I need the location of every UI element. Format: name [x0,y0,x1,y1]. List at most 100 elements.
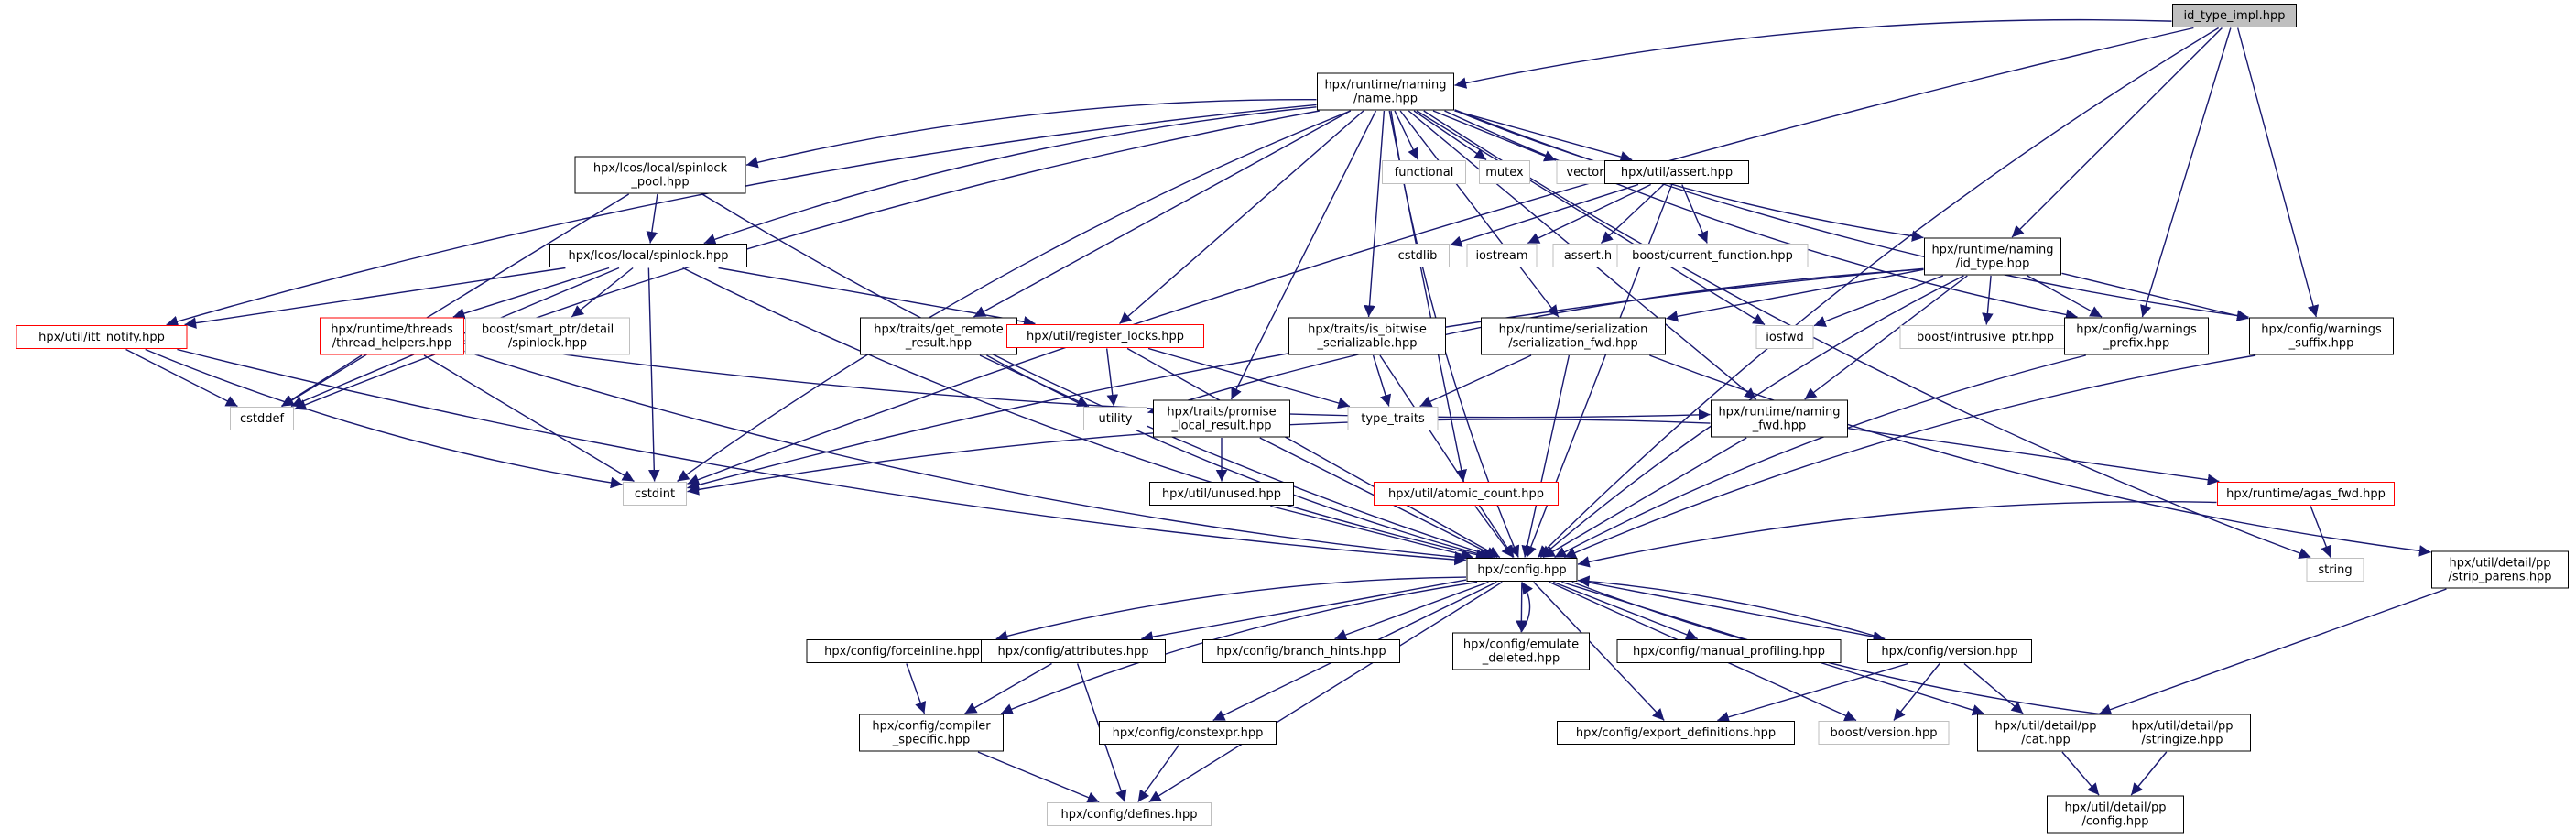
edge-reglocks-to-typetraits [1147,347,1351,409]
node-label: hpx/config/emulate [1463,638,1579,652]
edge-name-to-vector [1432,110,1557,162]
node-label: hpx/config.hpp [1477,563,1566,577]
node-string: string [2306,558,2364,582]
edge-constexpr-to-defines [1137,745,1179,802]
edge-cat-to-ppconfig [2061,751,2100,796]
node-boostsp: boost/smart_ptr/detail/spinlock.hpp [465,317,630,355]
edge-idtype-to-serfwd [1666,268,1924,322]
node-label: string [2318,563,2352,577]
node-ittnotify[interactable]: hpx/util/itt_notify.hpp [16,325,188,349]
node-box [320,317,464,355]
node-root[interactable]: id_type_impl.hpp [2172,4,2297,27]
node-label: boost/smart_ptr/detail [482,323,614,337]
node-label: type_traits [1361,412,1425,426]
node-label: hpx/util/unused.hpp [1162,487,1281,501]
node-spool[interactable]: hpx/lcos/local/spinlock_pool.hpp [574,156,746,194]
node-serfwd[interactable]: hpx/runtime/serialization/serialization_… [1481,317,1666,355]
node-label: /config.hpp [2081,815,2148,829]
node-typetraits: type_traits [1347,407,1439,430]
node-wsuffix[interactable]: hpx/config/warnings_suffix.hpp [2249,317,2394,355]
edge-config-to-version [1577,579,1886,643]
node-isbitwise[interactable]: hpx/traits/is_bitwise_serializable.hpp [1288,317,1446,355]
node-label: hpx/config/defines.hpp [1060,808,1197,822]
node-agasfwd[interactable]: hpx/runtime/agas_fwd.hpp [2217,482,2395,506]
node-vector: vector [1556,160,1614,184]
node-emulate[interactable]: hpx/config/emulate_deleted.hpp [1452,632,1590,670]
node-label: cstdint [635,487,675,501]
edge-isbitwise-to-typetraits [1372,354,1392,407]
node-compiler[interactable]: hpx/config/compiler_specific.hpp [859,714,1004,752]
edge-isbitwise-to-config [1379,354,1515,558]
node-box [1047,802,1212,826]
node-label: _prefix.hpp [2103,337,2170,351]
edge-name-to-promise [1230,110,1377,400]
edge-serfwd-to-stripparens [1649,354,2431,557]
node-stringize[interactable]: hpx/util/detail/pp/stringize.hpp [2114,714,2251,752]
node-label: hpx/runtime/naming [1324,79,1446,93]
node-attributes[interactable]: hpx/config/attributes.hpp [981,639,1166,663]
edge-ittnotify-to-cstdint [145,348,623,489]
node-namingfwd[interactable]: hpx/runtime/naming_fwd.hpp [1711,399,1848,438]
node-cstddef: cstddef [230,407,294,430]
node-label: hpx/config/forceinline.hpp [824,645,980,659]
edge-config-to-manual [1553,581,1698,640]
edge-name-to-getremote [973,110,1351,318]
node-reglocks[interactable]: hpx/util/register_locks.hpp [1006,324,1204,348]
edge-getremote-to-config [986,354,1492,561]
node-cat[interactable]: hpx/util/detail/pp/cat.hpp [1977,714,2114,752]
node-unused[interactable]: hpx/util/unused.hpp [1149,482,1294,506]
edge-name-to-functional [1394,110,1419,160]
node-idtype[interactable]: hpx/runtime/naming/id_type.hpp [1924,237,2061,276]
node-threadhelpers[interactable]: hpx/runtime/threads/thread_helpers.hpp [320,317,464,355]
node-wprefix[interactable]: hpx/config/warnings_prefix.hpp [2064,317,2209,355]
node-label: id_type_impl.hpp [2184,9,2286,23]
edge-root-to-cstdint [687,27,2194,485]
node-label: hpx/config/attributes.hpp [997,645,1148,659]
node-box [1149,482,1294,506]
edge-reglocks-to-utility [1105,348,1119,407]
node-box [2249,317,2394,355]
node-manual[interactable]: hpx/config/manual_profiling.hpp [1616,639,1842,663]
node-box [981,639,1166,663]
node-getremote[interactable]: hpx/traits/get_remote_result.hpp [860,317,1017,355]
node-stripparens[interactable]: hpx/util/detail/pp/strip_parens.hpp [2431,550,2569,589]
node-label: hpx/util/detail/pp [2065,801,2167,815]
node-label: _deleted.hpp [1482,652,1560,666]
node-branch[interactable]: hpx/config/branch_hints.hpp [1202,639,1400,663]
edge-agasfwd-to-string [2310,506,2332,558]
node-label: /spinlock.hpp [508,337,587,351]
node-assert[interactable]: hpx/util/assert.hpp [1604,160,1749,184]
node-export[interactable]: hpx/config/export_definitions.hpp [1557,721,1795,745]
edge-version-to-config [1577,575,1886,640]
node-spinlock[interactable]: hpx/lcos/local/spinlock.hpp [549,244,747,267]
node-box [1711,399,1848,438]
edge-assert-to-iostream [1527,183,1651,245]
node-constexpr[interactable]: hpx/config/constexpr.hpp [1099,721,1277,745]
node-forceinline[interactable]: hpx/config/forceinline.hpp [806,639,998,663]
edge-spinlock-to-ittnotify [184,267,566,329]
node-label: _serializable.hpp [1317,337,1418,351]
node-box [1386,244,1450,267]
edge-spinlock-to-cstdint [647,267,660,482]
node-label: hpx/config/version.hpp [1881,645,2017,659]
edge-name-to-isbitwise [1364,110,1386,318]
node-intrusive: boost/intrusive_ptr.hpp [1899,325,2071,349]
node-box [1556,160,1614,184]
node-atomic[interactable]: hpx/util/atomic_count.hpp [1374,482,1559,506]
node-label: hpx/util/detail/pp [2450,557,2551,571]
node-asserth: assert.h [1552,244,1624,267]
node-label: cstdlib [1398,249,1438,263]
node-cstdint: cstdint [623,482,687,506]
node-config[interactable]: hpx/config.hpp [1466,558,1578,582]
edge-reglocks-to-config [1126,347,1501,559]
node-label: hpx/config/compiler [872,720,991,734]
edge-attributes-to-compiler [964,662,1052,714]
node-promise[interactable]: hpx/traits/promise_local_result.hpp [1153,399,1290,438]
node-label: hpx/traits/promise [1167,406,1276,420]
node-ppconfig[interactable]: hpx/util/detail/pp/config.hpp [2047,795,2184,834]
node-version[interactable]: hpx/config/version.hpp [1867,639,2032,663]
node-label: /thread_helpers.hpp [332,337,452,351]
edge-config-to-defines [1148,581,1503,803]
edge-root-to-idtype [2011,27,2223,238]
node-name[interactable]: hpx/runtime/naming/name.hpp [1317,72,1454,111]
